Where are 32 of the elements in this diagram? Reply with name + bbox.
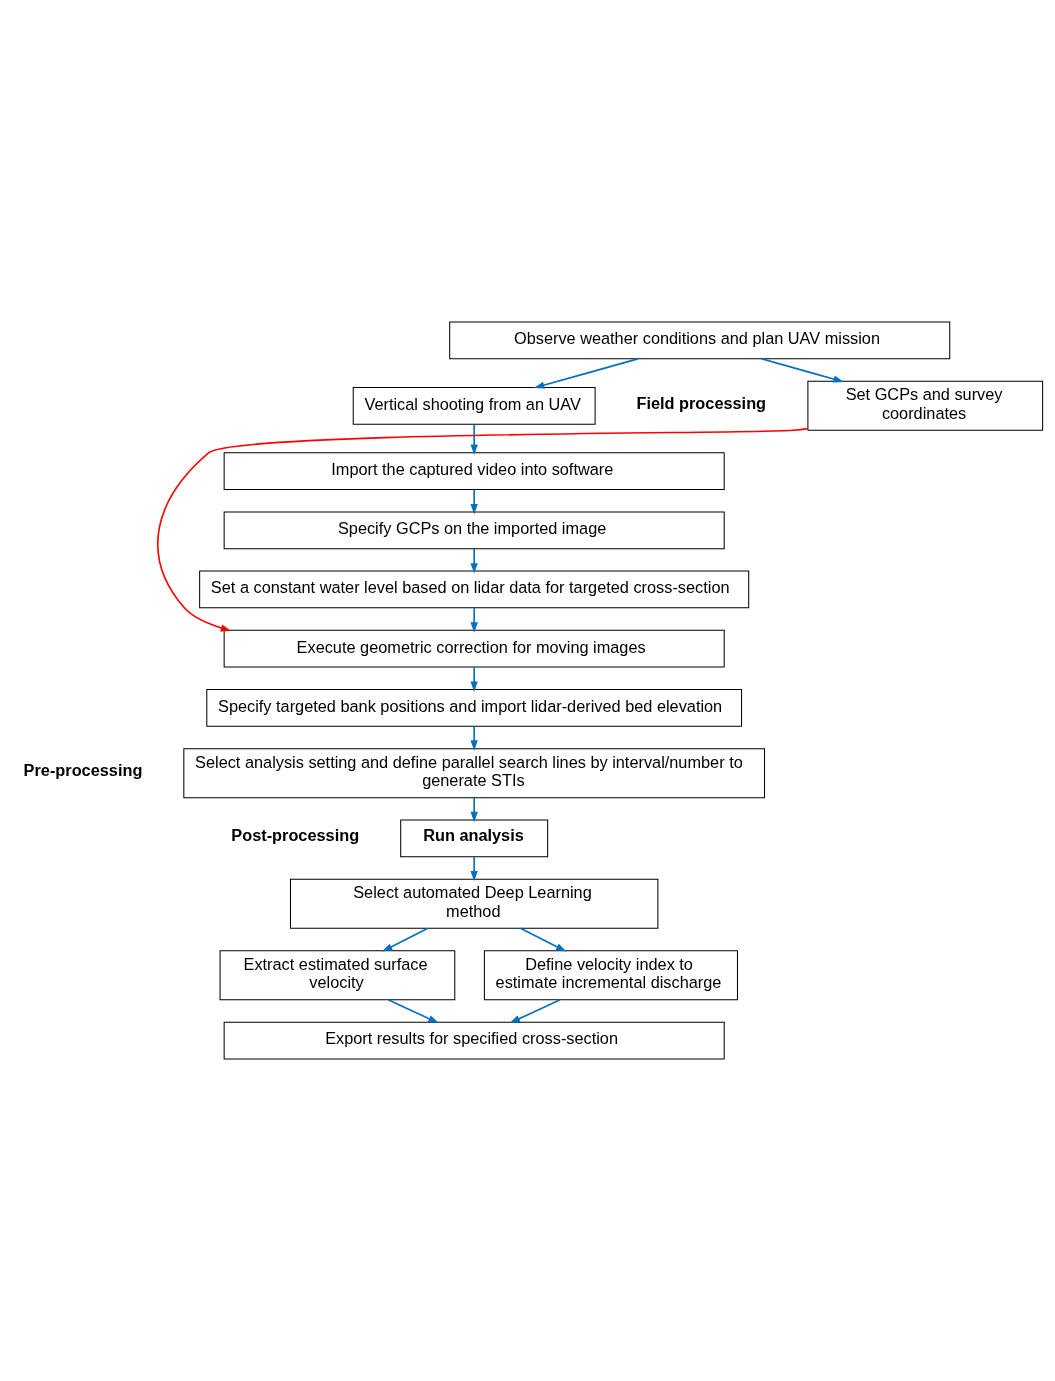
- node-box: Execute geometric correction for moving images: [223, 629, 725, 668]
- node-box: Extract estimated surface velocity: [219, 950, 456, 1001]
- arrow: [470, 796, 478, 823]
- arrow: [470, 488, 478, 515]
- arrow: [760, 358, 844, 383]
- node-box: Set a constant water level based on lidar data for targeted cross-section: [199, 570, 750, 609]
- arrow: [509, 999, 561, 1024]
- arrow: [381, 927, 429, 952]
- node-box: Import the captured video into software: [223, 452, 725, 490]
- node-box: Set GCPs and survey coordinates: [807, 380, 1044, 431]
- label: Pre-processing: [23, 761, 143, 780]
- node-box: Run analysis: [400, 819, 549, 858]
- arrow: [519, 927, 567, 952]
- node-box: Select automated Deep Learning method: [289, 878, 659, 929]
- node-box: Export results for specified cross-section: [223, 1021, 725, 1060]
- node-box: Specify GCPs on the imported image: [223, 511, 725, 550]
- arrow: [470, 856, 478, 882]
- arrow: [470, 423, 478, 455]
- node-box: Specify targeted bank positions and import lidar-derived bed elevation: [206, 688, 743, 727]
- node-box: Observe weather conditions and plan UAV mission: [449, 321, 951, 360]
- arrow: [533, 358, 639, 389]
- arrow: [470, 725, 478, 751]
- node-box: Select analysis setting and define parallel search lines by interval/number to generate STIs: [183, 748, 766, 799]
- node-box: Define velocity index to estimate incremental discharge: [483, 950, 738, 1001]
- arrow: [470, 547, 478, 574]
- label: Post-processing: [231, 826, 360, 845]
- arrow: [470, 607, 478, 633]
- arrow: [157, 427, 809, 632]
- arrow: [387, 999, 439, 1024]
- label: Field processing: [636, 393, 767, 412]
- arrow: [470, 666, 478, 692]
- node-box: Vertical shooting from an UAV: [352, 386, 596, 425]
